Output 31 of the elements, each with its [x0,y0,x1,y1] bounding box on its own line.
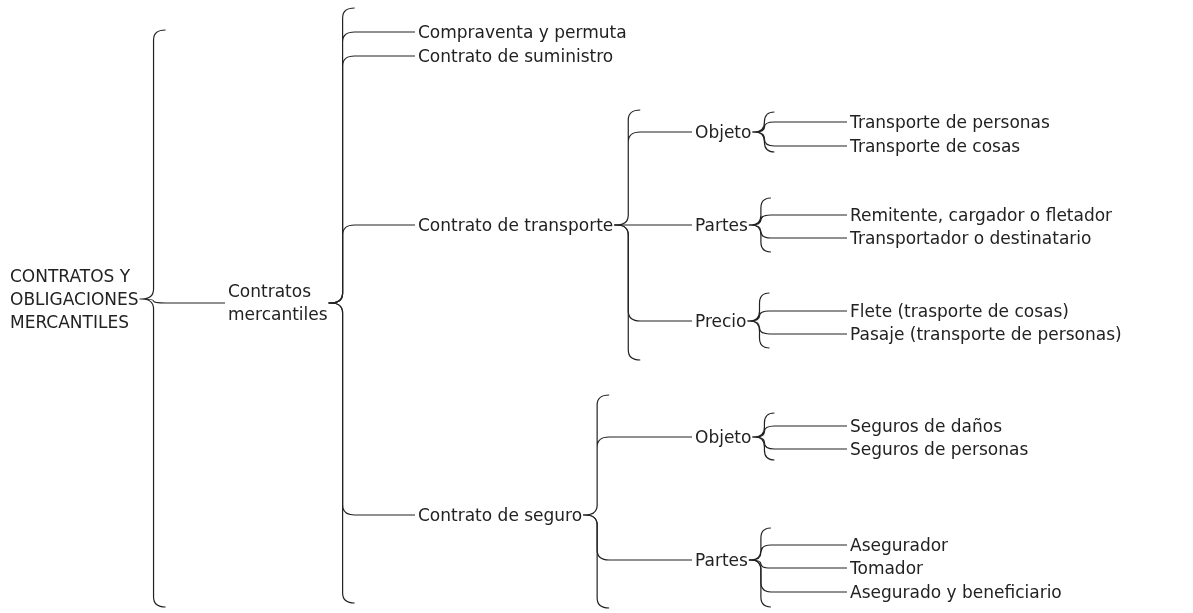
category-label: Contrato de transporte [418,213,614,237]
category-label: Contrato de suministro [418,44,614,68]
category-label: Transporte de cosas [850,134,1021,158]
category-label: Objeto [695,425,752,449]
category-label: Partes [695,548,748,572]
category-label: Precio [695,309,747,333]
category-label: Seguros de personas [850,437,1029,461]
curly-brace [582,514,693,561]
curly-brace [138,29,226,608]
curly-brace [328,302,416,516]
category-label: Remitente, cargador o fletador [850,203,1113,227]
category-label: Partes [695,213,748,237]
category-label: Asegurador [850,533,949,557]
curly-brace [746,320,848,335]
category-label: Compraventa y permuta [418,20,627,44]
curly-brace [748,224,848,239]
curly-brace [613,224,693,322]
category-label: Asegurado y beneficiario [850,580,1062,604]
category-label: Pasaje (transporte de personas) [850,322,1122,346]
curly-brace [748,559,848,593]
category-label: Flete (trasporte de cosas) [850,299,1069,323]
category-label: Transporte de personas [850,110,1050,134]
category-label: Seguros de daños [850,414,1002,438]
category-label: CONTRATOS Y OBLIGACIONES MERCANTILES [10,264,170,334]
curly-brace [751,131,848,147]
category-label: Contratos mercantiles [228,280,353,326]
category-label: Transportador o destinatario [850,226,1092,250]
category-label: Tomador [850,556,924,580]
category-label: Objeto [695,120,752,144]
curly-brace [751,436,848,450]
category-label: Contrato de seguro [418,503,583,527]
